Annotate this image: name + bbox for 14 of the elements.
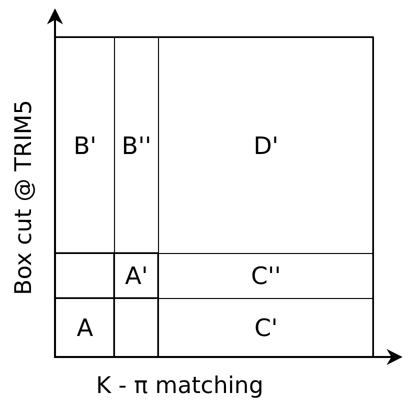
cell-label: C' [254,316,278,340]
grid-cell [158,37,374,254]
cell-label: A [76,316,94,340]
grid-cell [158,298,374,358]
cell-label: D' [253,134,279,158]
cell-label: C'' [251,264,281,288]
cell-label: B' [73,134,97,158]
grid-cell [114,253,159,299]
cell-label: A' [124,264,148,288]
y-axis-title: Box cut @ TRIM5 [13,100,36,296]
grid-cell [55,37,115,254]
grid-cell [55,298,115,358]
x-axis-title: K - π matching [96,375,264,398]
cell-label: B'' [122,134,152,158]
